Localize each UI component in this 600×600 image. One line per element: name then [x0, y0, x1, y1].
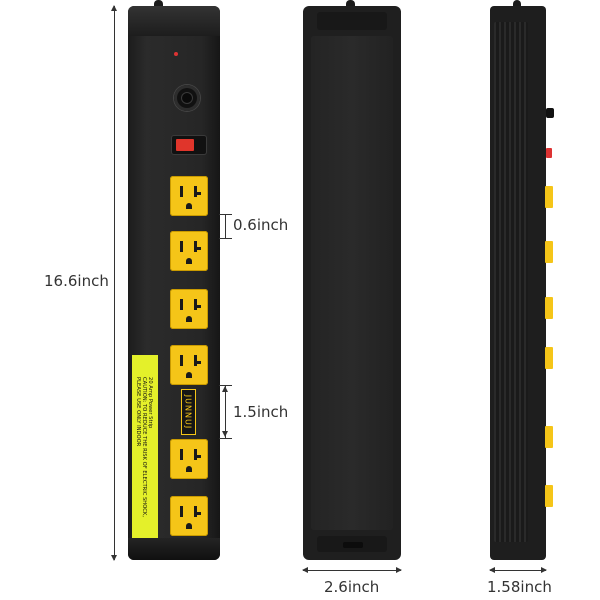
pitch-arrow-bottom: [222, 431, 228, 437]
width-dimension-line: [303, 570, 401, 571]
strip-top-cap: [128, 6, 220, 36]
outlet-2: [170, 231, 208, 271]
pitch-tick-bottom: [219, 438, 232, 439]
length-dimension-line: [114, 6, 115, 560]
power-cord-front: [154, 0, 163, 10]
width-label: 2.6inch: [324, 578, 380, 596]
side-outlet-4: [545, 347, 553, 369]
side-outlet-3: [545, 297, 553, 319]
outlet-4: [170, 345, 208, 385]
pitch-dimension-line: [225, 385, 226, 438]
power-strip-back: [303, 6, 401, 560]
width-arrow-right: [396, 567, 402, 573]
length-arrow-top: [111, 5, 117, 11]
strip-bottom-cap: [128, 538, 220, 560]
width-arrow-left: [302, 567, 308, 573]
depth-arrow-left: [489, 567, 495, 573]
back-panel: [311, 36, 393, 530]
depth-label: 1.58inch: [487, 578, 552, 596]
gap-tick-bottom: [219, 238, 232, 239]
side-outlet-6: [545, 485, 553, 507]
length-arrow-bottom: [111, 555, 117, 561]
gap-label: 0.6inch: [233, 216, 289, 234]
outlet-5: [170, 439, 208, 479]
outlet-1: [170, 176, 208, 216]
side-outlet-5: [545, 426, 553, 448]
depth-arrow-right: [541, 567, 547, 573]
power-cord-side: [513, 0, 521, 10]
gap-tick-top: [219, 214, 232, 215]
length-label: 16.6inch: [44, 272, 109, 290]
side-switch: [546, 148, 552, 158]
power-switch[interactable]: [172, 136, 206, 154]
pitch-label: 1.5inch: [233, 403, 289, 421]
warning-label-text: 20 Amp Power Strip CAUTION: TO REDUCE TH…: [135, 377, 153, 517]
side-outlet-1: [545, 186, 553, 208]
pitch-arrow-top: [222, 386, 228, 392]
outlet-3: [170, 289, 208, 329]
mount-bracket-top: [317, 12, 387, 30]
gap-dimension-line: [225, 214, 226, 238]
mount-notch: [343, 542, 363, 548]
indicator-led: [174, 52, 178, 56]
brand-logo: JUNNUJ: [181, 389, 196, 435]
side-breaker-knob: [546, 108, 554, 118]
outlet-6: [170, 496, 208, 536]
power-strip-side: [490, 6, 546, 560]
depth-dimension-line: [490, 570, 546, 571]
side-ribs: [494, 22, 528, 542]
warning-label: 20 Amp Power Strip CAUTION: TO REDUCE TH…: [132, 355, 158, 538]
side-outlet-2: [545, 241, 553, 263]
power-cord-back: [346, 0, 355, 10]
circuit-breaker-button[interactable]: [174, 85, 200, 111]
brand-text: JUNNUJ: [183, 394, 193, 430]
pitch-tick-top: [219, 385, 232, 386]
